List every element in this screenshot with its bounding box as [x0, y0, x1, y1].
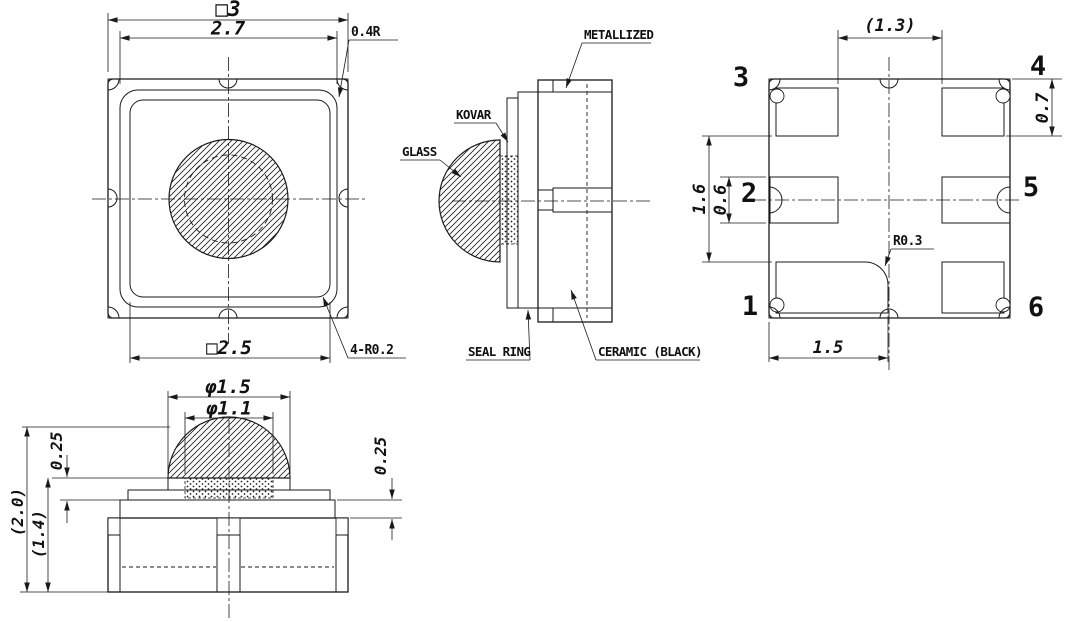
pin-5-label: 5	[1023, 172, 1039, 203]
section-view: METALLIZED KOVAR GLASS SEAL RING CERAMIC…	[400, 27, 702, 361]
metallized-band-middle	[552, 187, 613, 213]
package-outline-bottom	[768, 78, 1011, 319]
pad-castellation	[995, 297, 1011, 313]
glass-hidden-region	[499, 155, 519, 245]
edge-notch	[107, 188, 118, 208]
seal-ring-strip	[517, 91, 539, 309]
corner-castellation	[998, 306, 1011, 319]
label-glass: GLASS	[402, 144, 437, 159]
metallized-castellation-left	[107, 534, 121, 593]
dim-inner-corner-radius-label: 4-R0.2	[350, 343, 393, 358]
pin-6-label: 6	[1028, 292, 1044, 323]
dim-body-height: (1.4)	[29, 510, 48, 558]
edge-notch	[996, 186, 1011, 214]
pin-3-label: 3	[733, 62, 749, 93]
metallized-band-bottom	[552, 307, 613, 323]
dim-total-height: (2.0)	[8, 488, 27, 536]
dim-pad-corner-radius-label: R0.3	[893, 234, 922, 249]
corner-castellation	[768, 78, 781, 91]
dim-inner-square: □2.5	[206, 337, 252, 359]
castellation-step	[335, 517, 349, 536]
castellation-step	[537, 79, 554, 93]
metallized-castellation-center	[216, 534, 241, 593]
metallized-castellation-right	[335, 534, 349, 593]
edge-notch	[338, 188, 349, 208]
pad-3	[775, 87, 839, 137]
dim-corner-radius-label: 0.4R	[351, 25, 381, 40]
pin-2-label: 2	[741, 178, 757, 209]
pad-4	[941, 87, 1005, 137]
corner-castellation	[768, 306, 781, 319]
pin-4-label: 4	[1030, 51, 1046, 82]
corner-castellation	[107, 306, 120, 319]
dim-seal-thickness: 0.25	[371, 437, 390, 476]
edge-notch	[879, 308, 899, 319]
bottom-view: (1.3) 0.7 1.6 0.6 1.5 R0.3 3 4 2 5 1 6	[690, 16, 1062, 372]
top-view: □3 2.7 □2.5 0.4R 4-R0.2	[92, 0, 406, 363]
dim-row-span: 1.6	[690, 184, 710, 215]
pad-castellation	[769, 88, 785, 104]
corner-castellation	[336, 306, 349, 319]
pad-1	[775, 261, 889, 314]
seal-ring-side	[119, 499, 336, 519]
pad-6	[941, 261, 1005, 314]
edge-notch	[218, 78, 238, 89]
castellation-step	[216, 517, 241, 536]
corner-castellation	[336, 78, 349, 91]
dim-outer-square: □3	[215, 0, 240, 21]
dim-lens-diameter: φ1.5	[204, 376, 251, 398]
pad-castellation	[995, 88, 1011, 104]
dim-mid-pad-height: 0.6	[711, 185, 731, 216]
dim-rim-width: 2.7	[210, 18, 246, 40]
edge-notch	[768, 186, 783, 214]
edge-notch	[218, 308, 238, 319]
label-kovar: KOVAR	[456, 107, 492, 122]
corner-castellation	[998, 78, 1011, 91]
dim-pad-pitch: (1.3)	[864, 16, 915, 36]
metallized-band-top	[552, 79, 613, 93]
edge-notch	[879, 78, 899, 89]
dim-pad1-width: 1.5	[813, 338, 844, 358]
corner-castellation	[107, 78, 120, 91]
castellation-step	[537, 189, 554, 211]
dim-lens-holder-height: 0.25	[47, 432, 66, 471]
castellation-step	[107, 517, 121, 536]
dim-lens-base-diameter: φ1.1	[205, 398, 252, 420]
dim-top-pad-height: 0.7	[1033, 92, 1053, 123]
label-ceramic: CERAMIC (BLACK)	[598, 344, 702, 359]
castellation-step	[537, 307, 554, 323]
side-view: φ1.5 φ1.1 (2.0) (1.4) 0.25 0.25	[8, 376, 402, 618]
seal-rim-ring	[119, 89, 338, 308]
label-metallized: METALLIZED	[584, 27, 653, 42]
label-seal-ring: SEAL RING	[468, 344, 530, 359]
pad-castellation	[769, 297, 785, 313]
pin-1-label: 1	[742, 291, 758, 322]
